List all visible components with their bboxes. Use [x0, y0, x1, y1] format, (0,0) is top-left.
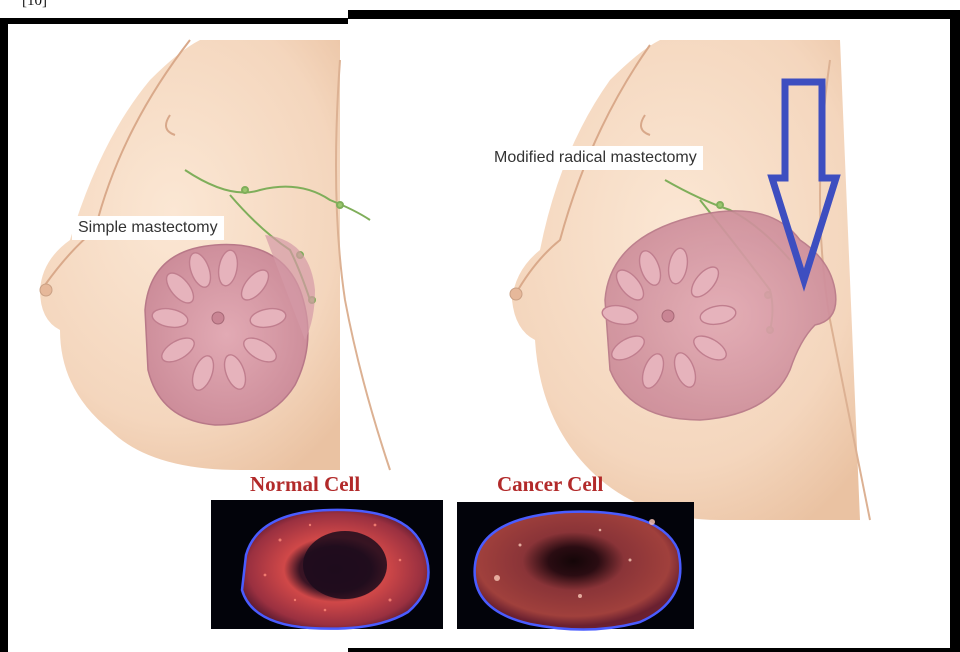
modified-radical-mastectomy-label: Modified radical mastectomy [488, 146, 703, 170]
right-torso-illustration [500, 40, 870, 520]
citation-label: [10] [22, 0, 47, 10]
left-torso-illustration [8, 40, 390, 470]
normal-cell-image [211, 500, 443, 629]
normal-cell-title: Normal Cell [250, 472, 360, 497]
simple-mastectomy-label: Simple mastectomy [72, 216, 224, 240]
cancer-cell-title: Cancer Cell [497, 472, 603, 497]
cancer-cell-image [457, 502, 694, 630]
